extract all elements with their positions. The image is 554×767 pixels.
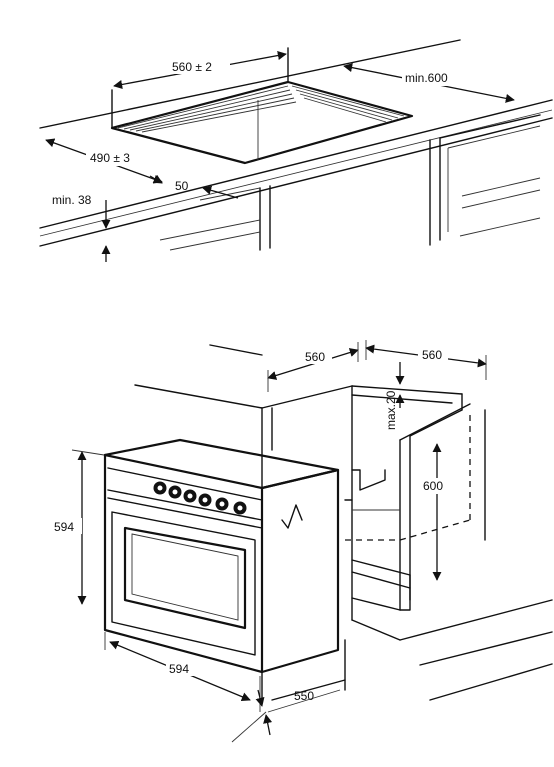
oven-installation-drawing: 560 560 max.20 600 594 594 550 [52,340,553,743]
worktop-back-edge [39,39,461,129]
hob-depth-label: 490 ± 3 [90,151,130,165]
oven-door [111,511,256,656]
oven-top [103,438,340,490]
oven-height-label: 594 [54,520,74,534]
oven-depth-label: 550 [294,689,314,703]
max-gap-label: max.20 [384,390,398,430]
niche-width-label: 560 [422,348,442,362]
oven-width-label: 594 [169,662,189,676]
front-margin-label: 50 [175,179,189,193]
niche-height-label: 600 [423,479,443,493]
hob-cutout [110,80,414,165]
worktop-front-edge [39,99,553,229]
rear-clearance-label: min.600 [405,71,448,85]
hob-worktop-drawing: 560 ± 2 min.600 490 ± 3 50 min. 38 [39,39,553,262]
oven-side [260,468,340,674]
oven-knobs [153,481,247,515]
niche-depth-label: 560 [305,350,325,364]
cabinet-top-left [134,384,263,409]
niche-outline [345,519,471,541]
worktop-thickness-label: min. 38 [52,193,92,207]
hob-width-label: 560 ± 2 [172,60,212,74]
door-handle [281,504,303,529]
oven-window [123,526,247,630]
